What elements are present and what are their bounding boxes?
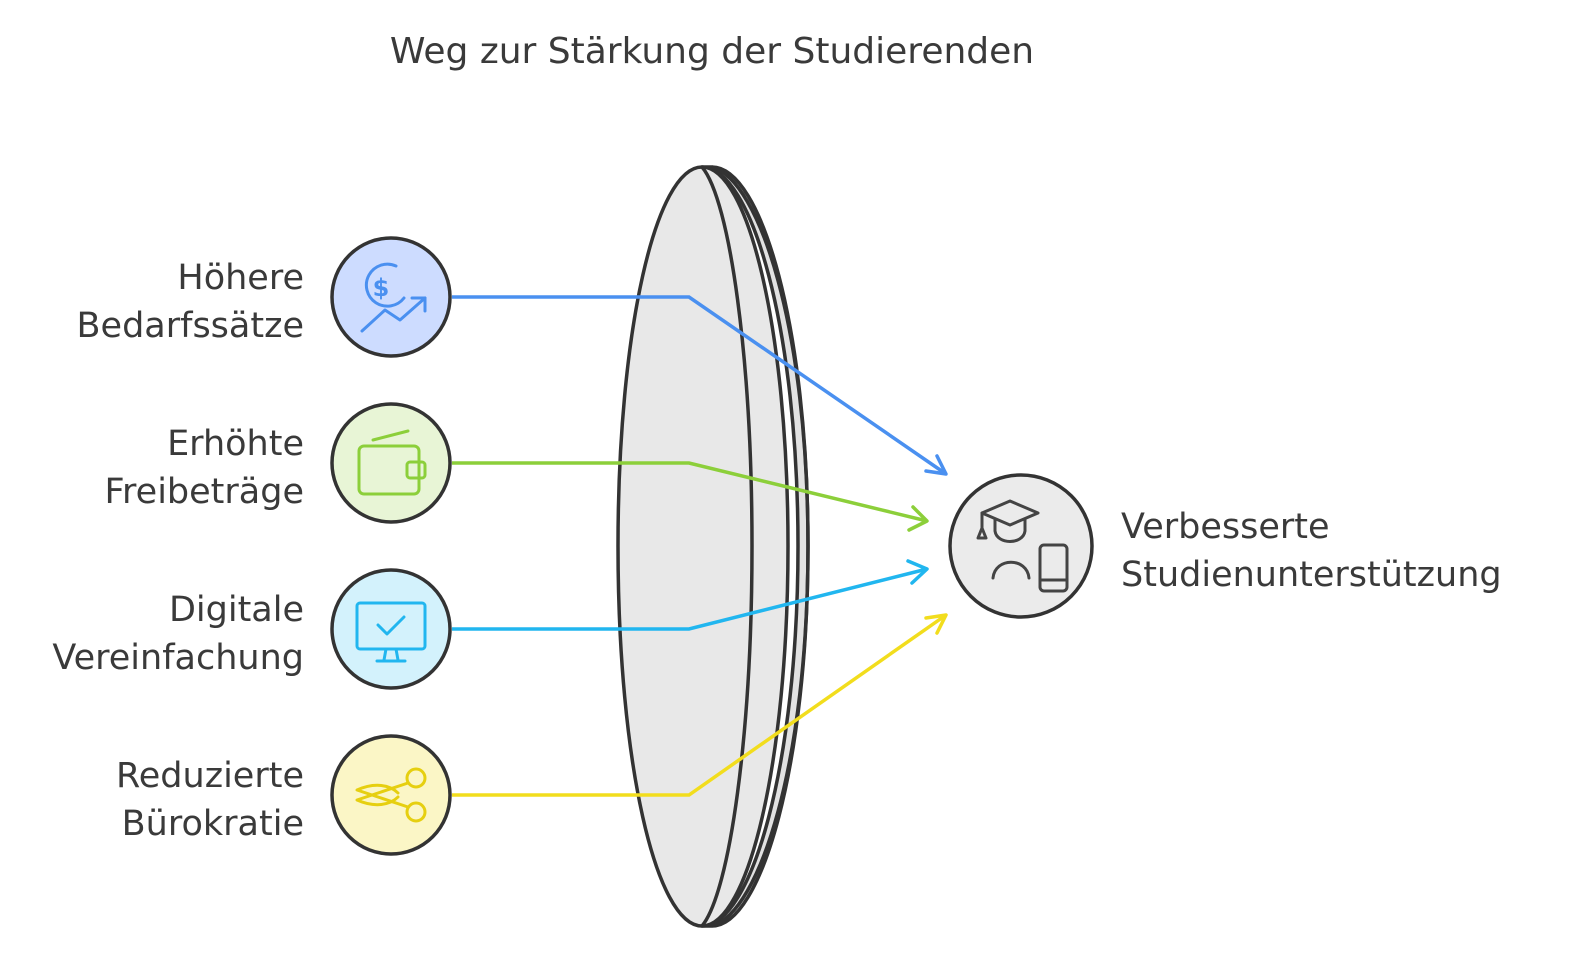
input-label: Bürokratie xyxy=(122,804,304,844)
input-circle xyxy=(330,236,452,358)
output-label: Studienunterstützung xyxy=(1121,555,1502,595)
arrowhead xyxy=(906,559,929,585)
input-circle xyxy=(330,734,452,856)
arrowhead xyxy=(907,505,929,532)
input-label: Digitale xyxy=(169,590,304,630)
input-item: $ Höhere Bedarfssätze xyxy=(77,236,452,358)
lens-rim xyxy=(700,165,754,928)
arrowhead xyxy=(924,613,948,635)
money-growth-icon: $ xyxy=(360,262,427,333)
output-item: Verbesserte Studienunterstützung xyxy=(948,473,1502,619)
connector-line xyxy=(452,613,948,797)
output-circle xyxy=(948,473,1094,619)
connector-line xyxy=(452,567,928,631)
student-phone-icon xyxy=(976,499,1069,593)
arrowhead xyxy=(924,454,948,476)
scissors-icon xyxy=(355,767,427,823)
lens-front xyxy=(616,165,790,928)
computer-check-icon xyxy=(355,601,427,663)
input-label: Vereinfachung xyxy=(52,638,304,678)
wallet-icon xyxy=(357,429,427,496)
input-label: Höhere xyxy=(177,258,304,298)
lens-edge xyxy=(711,165,810,928)
output-label: Verbesserte xyxy=(1121,507,1330,547)
input-label: Reduzierte xyxy=(116,756,304,796)
input-label: Erhöhte xyxy=(167,424,304,464)
diagram-title: Weg zur Stärkung der Studierenden xyxy=(390,31,1034,72)
svg-text:$: $ xyxy=(373,274,390,302)
input-item: Reduzierte Bürokratie xyxy=(116,734,452,856)
input-label: Bedarfssätze xyxy=(77,306,304,346)
input-circle xyxy=(330,402,452,524)
input-item: Digitale Vereinfachung xyxy=(52,568,452,690)
lens xyxy=(616,165,810,928)
input-item: Erhöhte Freibeträge xyxy=(104,402,452,524)
connectors xyxy=(452,295,948,797)
connector-line xyxy=(452,461,928,523)
connector-line xyxy=(452,295,947,476)
input-label: Freibeträge xyxy=(104,472,304,512)
